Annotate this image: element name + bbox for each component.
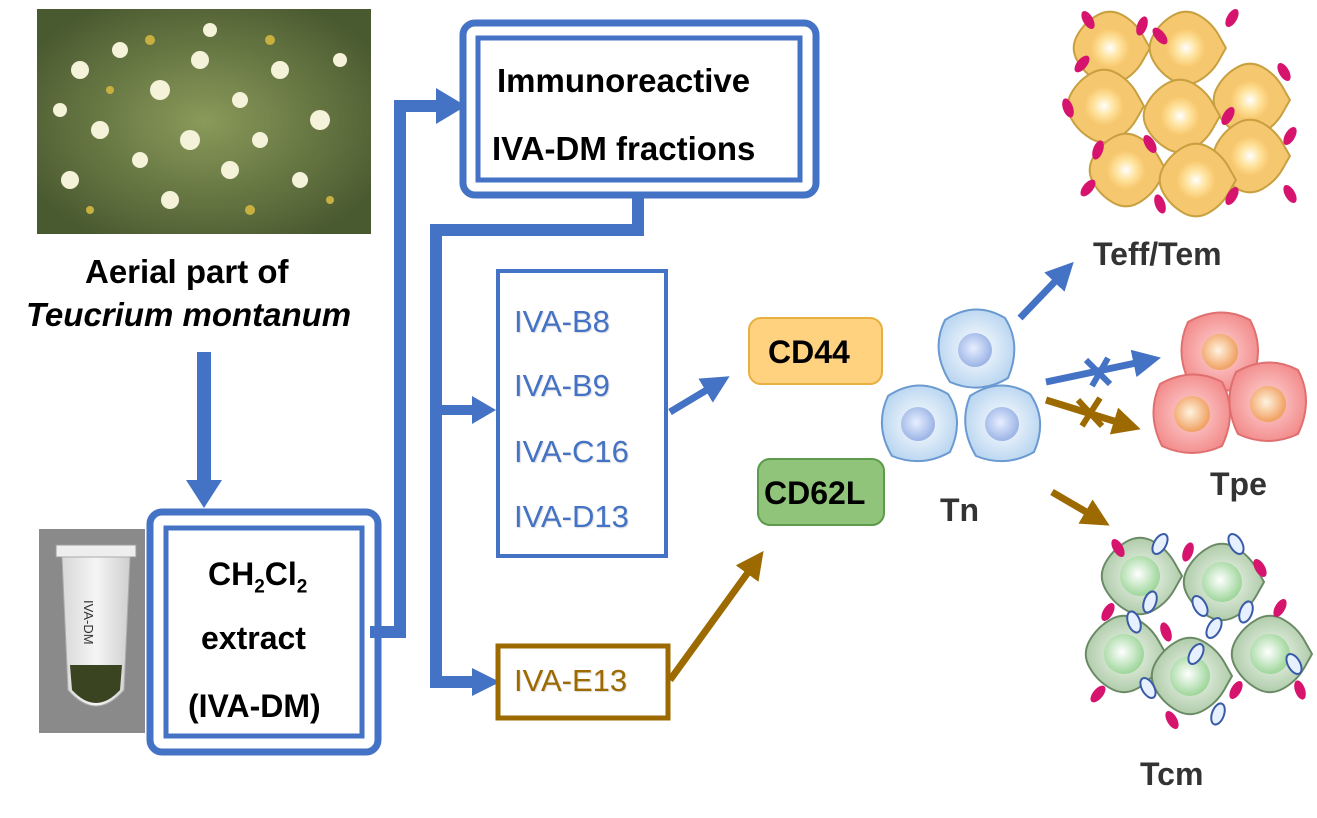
cd44-badge	[748, 317, 883, 385]
fraction-d13: IVA-D13	[514, 499, 629, 534]
tn-label: Tn	[940, 492, 980, 528]
tube-photo: IVA-DM	[39, 529, 145, 733]
source-title-line1: Aerial part of	[85, 253, 289, 290]
tn-cell-cluster	[880, 308, 1041, 463]
blue-fractions-box	[496, 269, 668, 558]
cd44-label: CD44	[768, 334, 850, 370]
tcm-label: Tcm	[1140, 756, 1204, 792]
tcm-cell-cluster	[1084, 533, 1314, 730]
brown-fraction-box	[495, 643, 671, 721]
fraction-b9: IVA-B9	[514, 368, 610, 403]
fraction-c16: IVA-C16	[514, 434, 629, 469]
svg-text:IVA-DM: IVA-DM	[81, 600, 96, 645]
immunoreactive-box	[459, 19, 820, 199]
cd62l-label: CD62L	[764, 475, 866, 511]
immuno-line2: IVA-DM fractions	[492, 130, 756, 167]
fraction-b8: IVA-B8	[514, 304, 610, 339]
tpe-label: Tpe	[1210, 466, 1267, 502]
extract-label: extract	[201, 620, 306, 656]
extract-formula: CH2Cl2	[208, 556, 308, 598]
plant-photo	[37, 9, 371, 234]
tpe-cell-cluster	[1152, 311, 1307, 454]
source-title-line2: Teucrium montanum	[26, 296, 352, 333]
extract-code: (IVA-DM)	[188, 688, 321, 724]
teff-cell-cluster	[1062, 8, 1297, 218]
teff-label: Teff/Tem	[1093, 236, 1222, 272]
immuno-line1: Immunoreactive	[497, 62, 751, 99]
cd62l-badge	[757, 458, 885, 526]
fraction-e13: IVA-E13	[514, 663, 628, 698]
